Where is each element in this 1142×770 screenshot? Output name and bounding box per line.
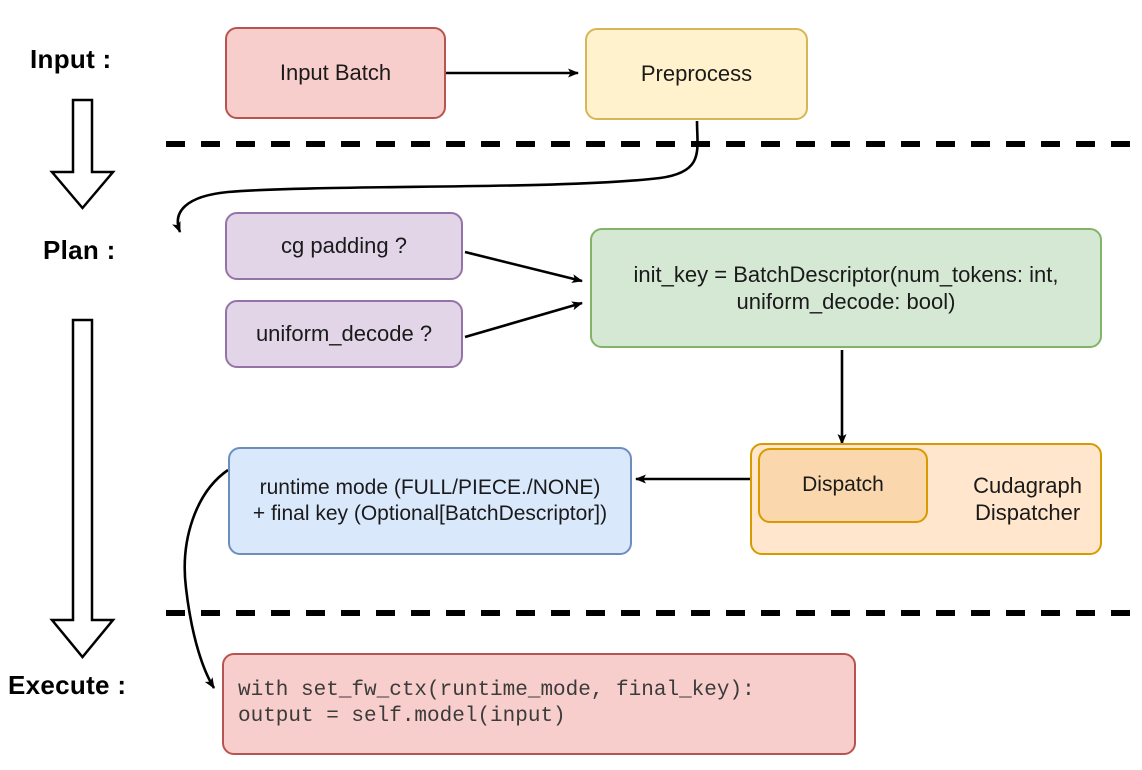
node-cg-padding[interactable]: cg padding ? — [225, 212, 463, 280]
node-uniform-decode[interactable]: uniform_decode ? — [225, 300, 463, 368]
edge-runtime-mode-to-execute — [183, 468, 229, 689]
node-runtime-mode-label: runtime mode (FULL/PIECE./NONE) + final … — [252, 475, 608, 525]
node-runtime-mode[interactable]: runtime mode (FULL/PIECE./NONE) + final … — [228, 447, 632, 555]
node-uniform-decode-label: uniform_decode ? — [255, 321, 433, 347]
node-init-key-label: init_key = BatchDescriptor(num_tokens: i… — [633, 261, 1059, 315]
node-preprocess[interactable]: Preprocess — [585, 28, 808, 120]
stage-block-arrow-plan-to-execute — [49, 318, 116, 659]
stage-block-arrow-input-to-plan — [49, 98, 116, 210]
edge-uniform-decode-to-init-key — [464, 301, 583, 339]
node-input-batch-label: Input Batch — [279, 60, 392, 86]
stage-label-execute: Execute : — [8, 670, 127, 700]
node-cg-padding-label: cg padding ? — [281, 233, 407, 259]
node-dispatch-label: Dispatch — [802, 473, 884, 497]
node-cudagraph-dispatcher-label: Cudagraph Dispatcher — [973, 472, 1082, 526]
edge-cg-padding-to-init-key — [464, 250, 583, 283]
stage-label-plan: Plan : — [43, 235, 116, 265]
node-dispatch[interactable]: Dispatch — [758, 448, 928, 523]
node-input-batch[interactable]: Input Batch — [225, 27, 446, 119]
node-init-key[interactable]: init_key = BatchDescriptor(num_tokens: i… — [590, 228, 1102, 348]
stage-label-input: Input : — [30, 44, 112, 74]
node-preprocess-label: Preprocess — [640, 61, 753, 87]
node-execute-code[interactable]: with set_fw_ctx(runtime_mode, final_key)… — [222, 653, 856, 755]
node-execute-code-label: with set_fw_ctx(runtime_mode, final_key)… — [238, 678, 755, 728]
